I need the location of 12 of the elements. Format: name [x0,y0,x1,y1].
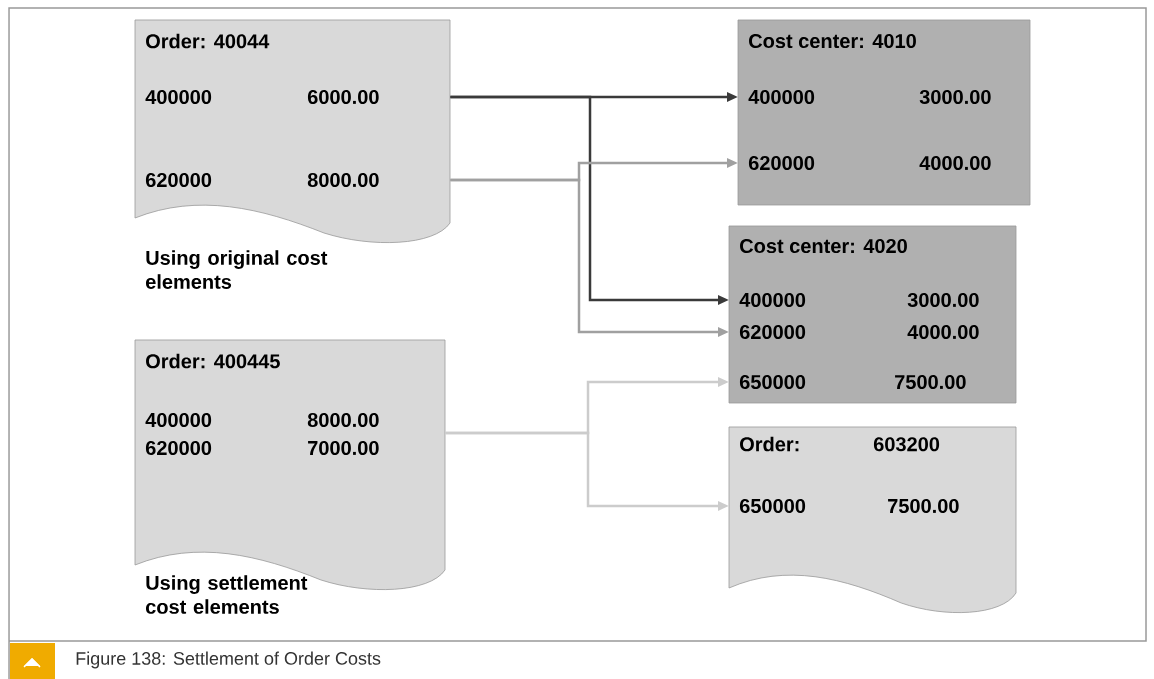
cost-element-row: 650000 7500.00 [739,374,966,390]
cost-element-row: 620000 4000.00 [739,324,979,340]
cost-element-row: 400000 8000.00 [145,412,379,428]
cost-element-row: 620000 4000.00 [748,155,991,171]
cost-element-row: 650000 7500.00 [739,498,959,514]
caption-text: Using original cost elements [146,250,328,289]
cost-element-row: 400000 3000.00 [748,89,991,105]
cost-element-row: 620000 7000.00 [145,440,379,456]
cost-element-row: 400000 3000.00 [739,292,979,308]
figure-caption: Figure 138: Settlement of Order Costs [76,651,381,669]
cost-element-row: 400000 6000.00 [145,89,379,105]
cost-element-row: 620000 8000.00 [145,172,379,188]
